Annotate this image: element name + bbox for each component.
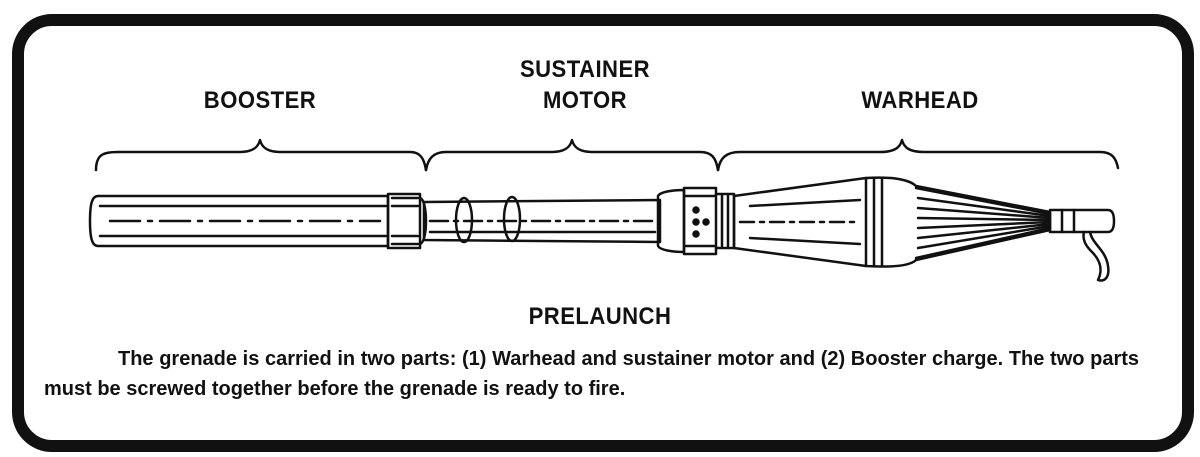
brace-warhead xyxy=(716,138,1120,172)
booster-tube xyxy=(88,194,390,248)
caption-line-1: The grenade is carried in two parts: (1)… xyxy=(118,348,927,370)
label-sustainer-line2: MOTOR xyxy=(542,87,628,114)
label-sustainer-line1: SUSTAINER xyxy=(519,56,651,83)
sustainer-ring-1 xyxy=(454,196,474,244)
diagram-title: PRELAUNCH xyxy=(528,303,672,330)
booster-collar xyxy=(386,192,422,250)
nose-fuze xyxy=(1048,208,1116,234)
warhead-base xyxy=(656,188,686,254)
label-warhead: WARHEAD xyxy=(861,87,979,114)
brace-sustainer xyxy=(424,138,720,172)
sustainer-ring-2 xyxy=(502,195,522,243)
label-booster: BOOSTER xyxy=(203,87,317,114)
sustainer-tube xyxy=(422,198,662,244)
fuze-hook xyxy=(1082,230,1110,282)
caption-line-2: charge. The two parts must be screwed to… xyxy=(44,348,1140,400)
caption-text: The grenade is carried in two parts: (1)… xyxy=(44,344,1139,404)
brace-booster xyxy=(94,138,428,172)
